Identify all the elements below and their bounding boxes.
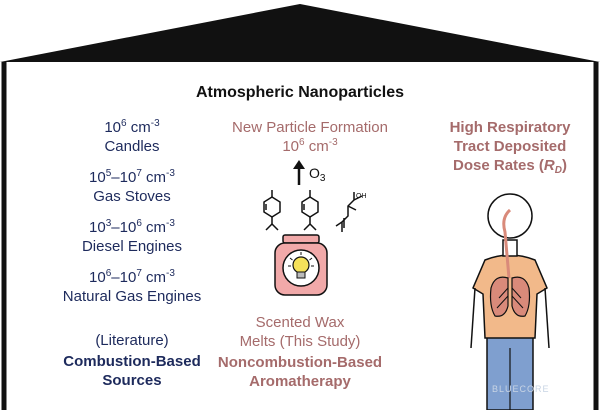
source-concentration: 103–106 cm-3 — [89, 218, 175, 237]
wax-line-2: Melts (This Study) — [239, 333, 361, 350]
noncombustion-line-2: Aromatherapy — [249, 373, 351, 390]
light-bulb-icon — [288, 252, 314, 279]
npf-label: New Particle Formation — [232, 119, 388, 136]
source-diesel-engines: 103–106 cm-3 Diesel Engines — [37, 218, 227, 256]
wax-melts-label: Scented Wax Melts (This Study) — [210, 313, 390, 351]
noncombustion-heading: Noncombustion-Based Aromatherapy — [200, 353, 400, 391]
up-arrow-icon — [293, 160, 305, 185]
respiratory-dose-heading: High Respiratory Tract Deposited Dose Ra… — [420, 118, 600, 176]
ozone-label: O3 — [309, 165, 326, 184]
terpene-molecule-icon: OH — [263, 190, 367, 232]
combustion-line-1: Combustion-Based — [63, 353, 201, 370]
literature-label: (Literature) — [95, 332, 169, 349]
svg-text:OH: OH — [356, 193, 367, 200]
house-roof-icon — [0, 4, 600, 62]
respiratory-line-3: Dose Rates (RD) — [453, 157, 567, 176]
combustion-line-2: Sources — [102, 372, 162, 389]
source-concentration: 106 cm-3 — [104, 118, 160, 137]
new-particle-formation: New Particle Formation 106 cm-3 — [210, 118, 410, 156]
respiratory-line-1: High Respiratory — [449, 119, 571, 136]
source-label: Gas Stoves — [93, 188, 171, 205]
npf-concentration: 106 cm-3 — [282, 137, 338, 156]
source-concentration: 106–107 cm-3 — [89, 268, 175, 287]
page-title: Atmospheric Nanoparticles — [195, 84, 405, 101]
wax-line-1: Scented Wax — [255, 314, 345, 331]
combustion-heading: Combustion-Based Sources — [37, 352, 227, 390]
source-gas-stoves: 105–107 cm-3 Gas Stoves — [37, 168, 227, 206]
noncombustion-line-1: Noncombustion-Based — [217, 354, 383, 371]
respiratory-line-2: Tract Deposited — [453, 138, 567, 155]
source-label: Natural Gas Engines — [62, 288, 202, 305]
watermark: BLUECORE — [492, 384, 550, 394]
wax-melter-icon — [274, 234, 328, 296]
source-label: Diesel Engines — [81, 238, 183, 255]
source-natural-gas-engines: 106–107 cm-3 Natural Gas Engines — [37, 268, 227, 306]
source-concentration: 105–107 cm-3 — [89, 168, 175, 187]
person-lungs-icon — [470, 193, 550, 410]
source-label: Candles — [104, 138, 160, 155]
source-candles: 106 cm-3 Candles — [37, 118, 227, 156]
